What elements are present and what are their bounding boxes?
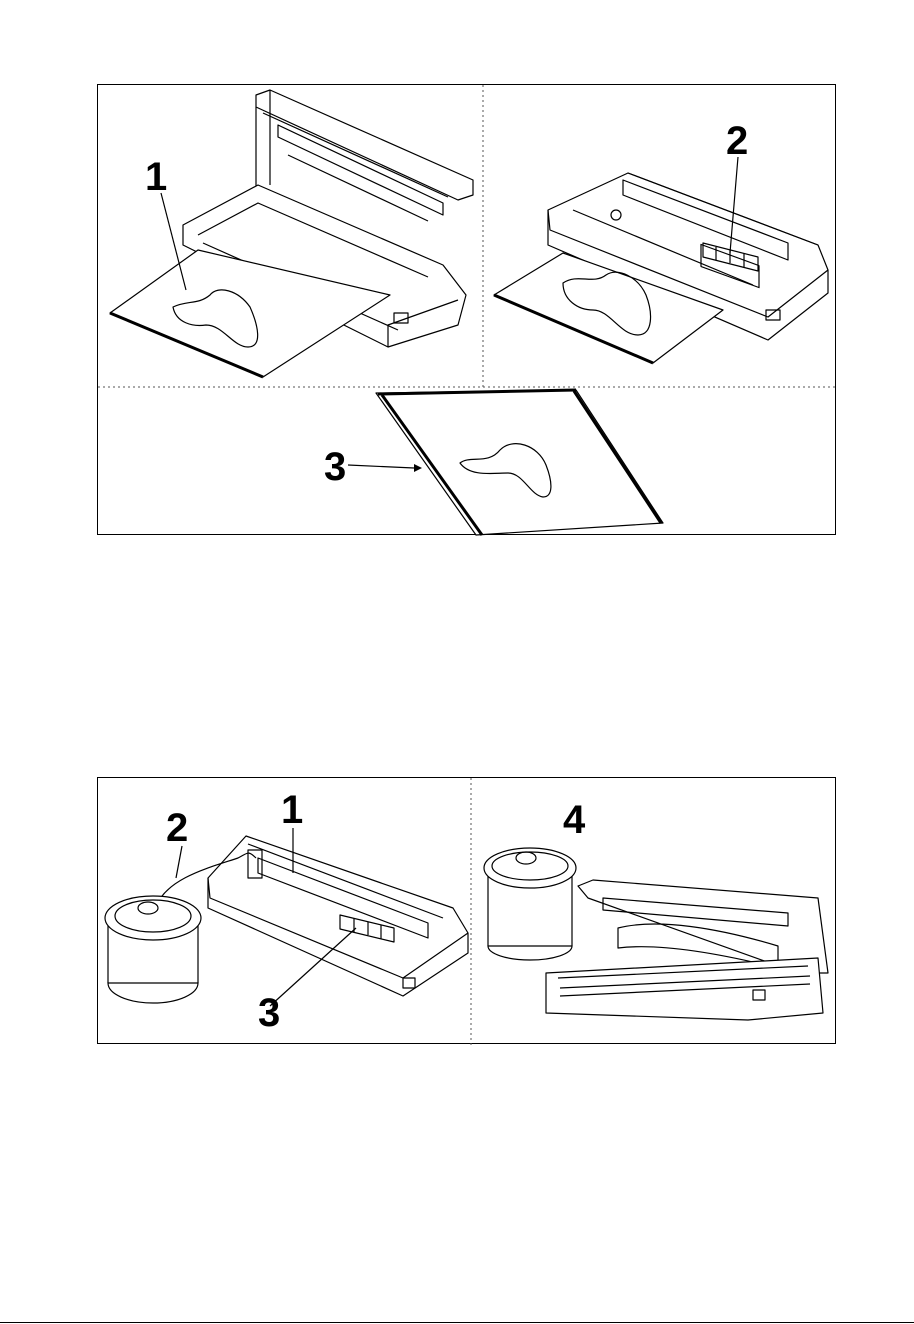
canister-and-open-sealer-drawing	[484, 848, 828, 1020]
sealer-open-lid-drawing	[110, 90, 473, 377]
callout-1: 1	[145, 157, 167, 197]
sealer-closed-lid-drawing	[494, 157, 828, 363]
callout-1-sealer: 1	[281, 790, 303, 830]
sealed-bag-drawing	[348, 390, 663, 535]
callout-4-canister: 4	[563, 800, 585, 840]
canister-sealing-illustration	[98, 778, 837, 1045]
figure-canister-sealing: 2 1 3 4	[97, 777, 836, 1044]
callout-3: 3	[324, 447, 346, 487]
figure-bag-sealing: 1 2 3	[97, 84, 836, 535]
callout-2: 2	[726, 121, 748, 161]
footer-rule	[0, 1322, 914, 1323]
sealer-with-canister-drawing	[105, 828, 468, 1006]
callout-3-panel: 3	[258, 993, 280, 1033]
callout-2-hose: 2	[166, 808, 188, 848]
